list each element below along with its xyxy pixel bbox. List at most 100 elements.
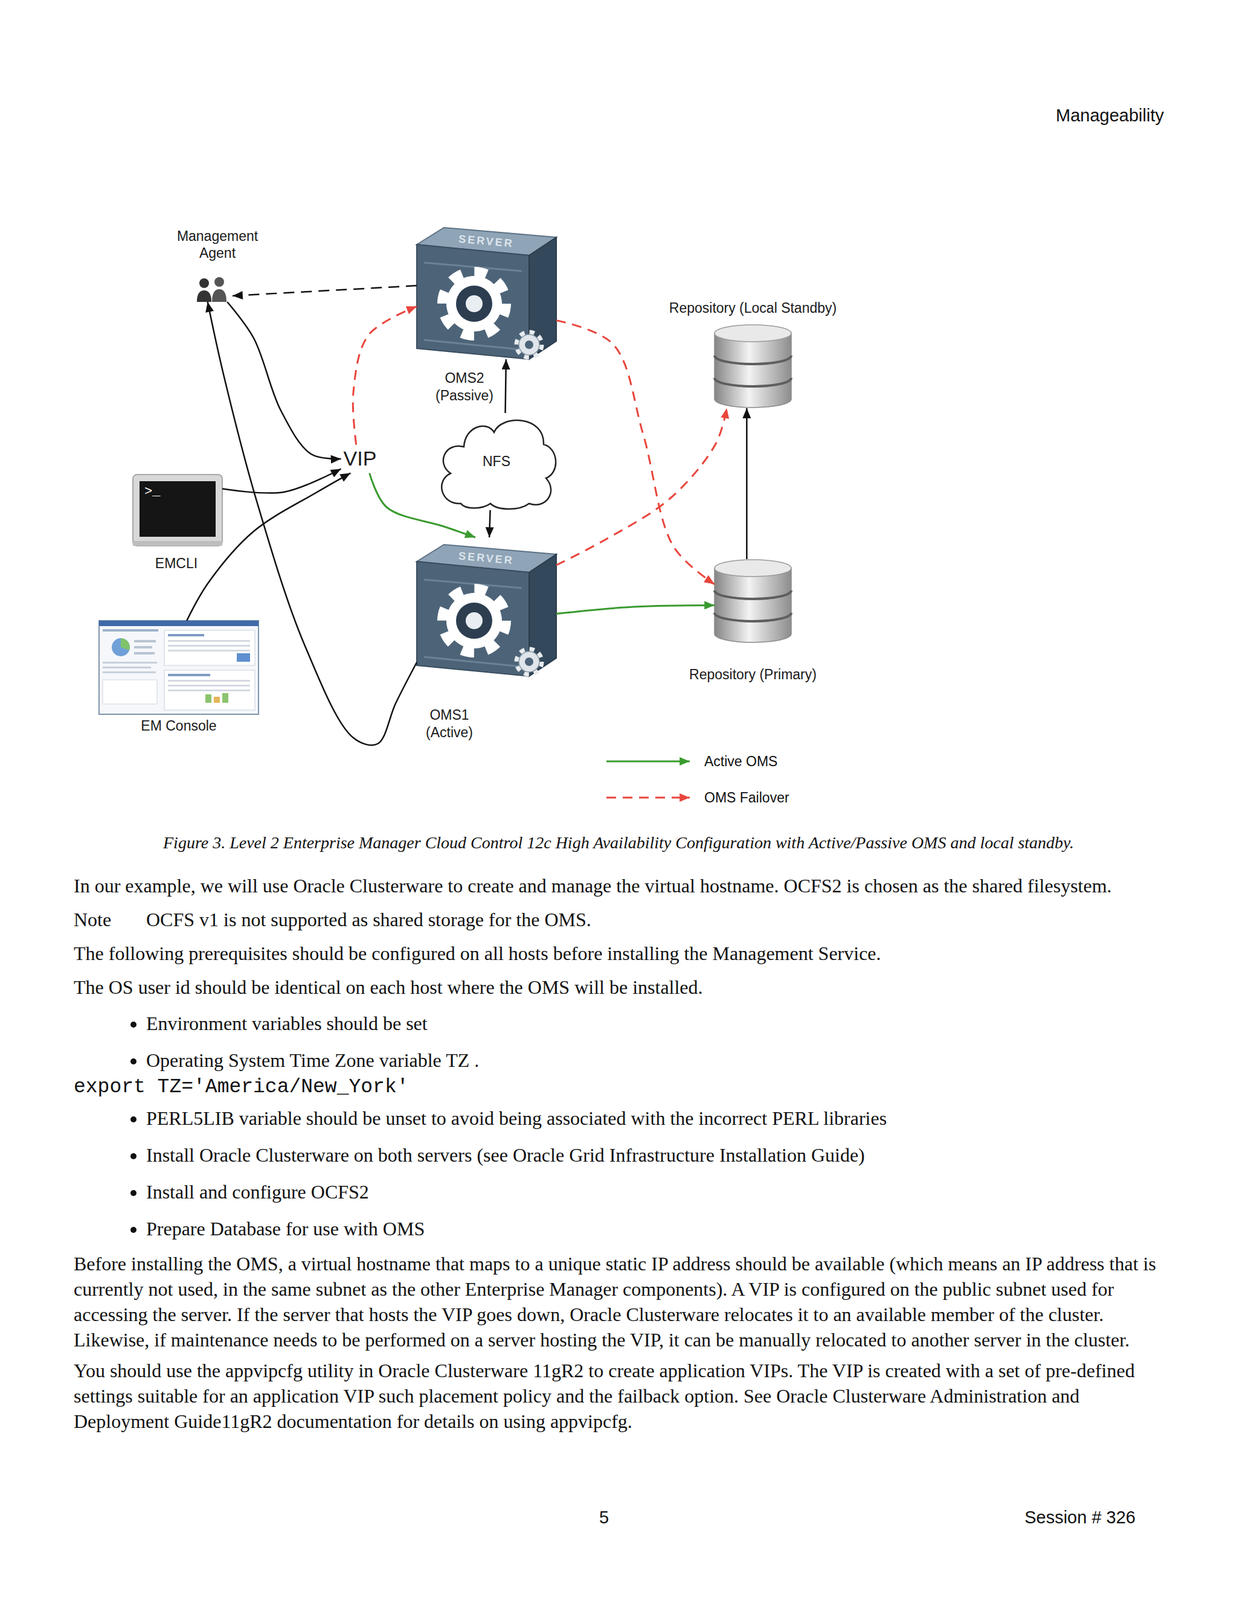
illustration-part: [167, 634, 205, 637]
illustration-part: [167, 689, 251, 692]
illustration-part: [167, 640, 251, 643]
node-label: NFS: [482, 453, 511, 471]
code-line: export TZ='America/New_York': [73, 1076, 409, 1099]
illustration-part: [196, 290, 212, 303]
server-icon: [416, 227, 557, 360]
node-label: OMS1 (Active): [407, 706, 492, 742]
illustration-part: [99, 620, 259, 627]
agent-node: Management Agent: [196, 276, 233, 303]
connector: [556, 320, 715, 585]
paragraph: The OS user id should be identical on ea…: [73, 976, 704, 999]
illustration-part: [164, 670, 255, 711]
database-node: Repository (Primary): [714, 559, 792, 644]
paragraph: The following prerequisites should be co…: [73, 942, 882, 965]
database-node: Repository (Local Standby): [714, 324, 792, 409]
paragraph: Before installing the OMS, a virtual hos…: [73, 1253, 1157, 1352]
console-node: EM Console: [99, 620, 259, 715]
connector: [186, 473, 351, 621]
server-engraving: SERVER: [457, 233, 515, 251]
illustration-part: [212, 289, 227, 303]
note-label: Note: [73, 907, 147, 933]
illustration-part: [164, 630, 255, 666]
node-label: OMS2 (Passive): [422, 369, 507, 405]
illustration-part: [102, 671, 156, 674]
legend-row: OMS Failover: [605, 789, 790, 807]
bullet-item: Operating System Time Zone variable TZ .: [146, 1047, 1164, 1074]
terminal-prompt: >_: [144, 484, 161, 500]
node-label: Management Agent: [166, 227, 269, 263]
body-text: In our example, we will use Oracle Clust…: [73, 873, 1164, 1435]
agent-icon: [196, 277, 227, 303]
connector: [745, 408, 748, 560]
legend-line-sample: [605, 790, 693, 806]
bullet-item: PERL5LIB variable should be unset to avo…: [146, 1105, 1164, 1132]
node-label: Repository (Local Standby): [638, 299, 868, 318]
illustration-part: [167, 674, 211, 677]
database-icon: [714, 559, 792, 643]
session-number: Session # 326: [1024, 1507, 1136, 1529]
running-header: Manageability: [1055, 105, 1164, 126]
illustration-part: [213, 697, 220, 704]
illustration-part: [102, 680, 158, 705]
illustration-part: [99, 620, 259, 715]
server-engraving: SERVER: [457, 550, 515, 568]
illustration-part: [134, 646, 153, 649]
legend-line: [606, 761, 690, 763]
figure-caption: Figure 3. Level 2 Enterprise Manager Clo…: [44, 832, 1193, 855]
cloud-shape: [441, 420, 556, 510]
note-text: OCFS v1 is not supported as shared stora…: [146, 909, 592, 931]
illustration-part: [214, 277, 225, 287]
bullet-item: Install and configure OCFS2: [146, 1179, 1164, 1205]
bullet-list-body: PERL5LIB variable should be unset to avo…: [73, 1105, 1164, 1242]
terminal-icon: [132, 474, 223, 547]
text-block: The following prerequisites should be co…: [73, 941, 1164, 967]
note-row: NoteOCFS v1 is not supported as shared s…: [73, 907, 1164, 933]
illustration-part: [167, 680, 251, 682]
node-label: Repository (Primary): [638, 666, 868, 684]
legend-text: OMS Failover: [704, 789, 790, 807]
connector: [227, 302, 341, 460]
node-label: EM Console: [88, 717, 270, 736]
text-block: export TZ='America/New_York': [73, 1075, 1164, 1101]
connector: [352, 306, 417, 446]
connector: [207, 302, 417, 746]
connector: [556, 408, 727, 566]
connector: [232, 285, 417, 296]
paragraph: You should use the appvipcfg utility in …: [73, 1360, 1135, 1433]
bullet-list: Environment variables should be setOpera…: [73, 1011, 1164, 1074]
text-block: The OS user id should be identical on ea…: [73, 974, 1164, 1001]
text-block: You should use the appvipcfg utility in …: [73, 1358, 1164, 1435]
illustration-part: [167, 649, 251, 652]
text-block: In our example, we will use Oracle Clust…: [73, 873, 1164, 899]
server-icon: [416, 544, 557, 677]
illustration-part: [167, 684, 251, 687]
illustration-part: [134, 652, 155, 655]
illustration-part: [222, 693, 229, 704]
paragraph: In our example, we will use Oracle Clust…: [73, 875, 1112, 897]
illustration-part: [205, 694, 212, 704]
cloud-node: NFS: [433, 413, 560, 511]
connector: [489, 510, 490, 538]
connector: [505, 359, 507, 414]
bullet-item: Environment variables should be set: [146, 1011, 1164, 1037]
illustration-part: [199, 278, 209, 289]
illustration-part: [102, 629, 159, 632]
bullet-item: Prepare Database for use with OMS: [146, 1216, 1164, 1242]
illustration-part: [236, 653, 251, 662]
illustration-part: [139, 481, 216, 537]
bullet-list: PERL5LIB variable should be unset to avo…: [73, 1105, 1164, 1242]
illustration-part: [111, 638, 130, 657]
node-label: VIP: [343, 446, 377, 471]
connector-group: [186, 285, 747, 746]
console-screenshot: [99, 620, 259, 715]
database-icon: [714, 324, 792, 408]
connector: [556, 605, 715, 614]
illustration-part: [132, 541, 223, 547]
legend-row: Active OMS: [605, 753, 778, 771]
node-label: EMCLI: [109, 555, 243, 573]
illustration-part: [134, 640, 156, 643]
illustration-part: [102, 661, 158, 664]
illustration-part: [120, 638, 130, 651]
illustration-part: [132, 474, 223, 547]
legend-text: Active OMS: [704, 753, 778, 771]
